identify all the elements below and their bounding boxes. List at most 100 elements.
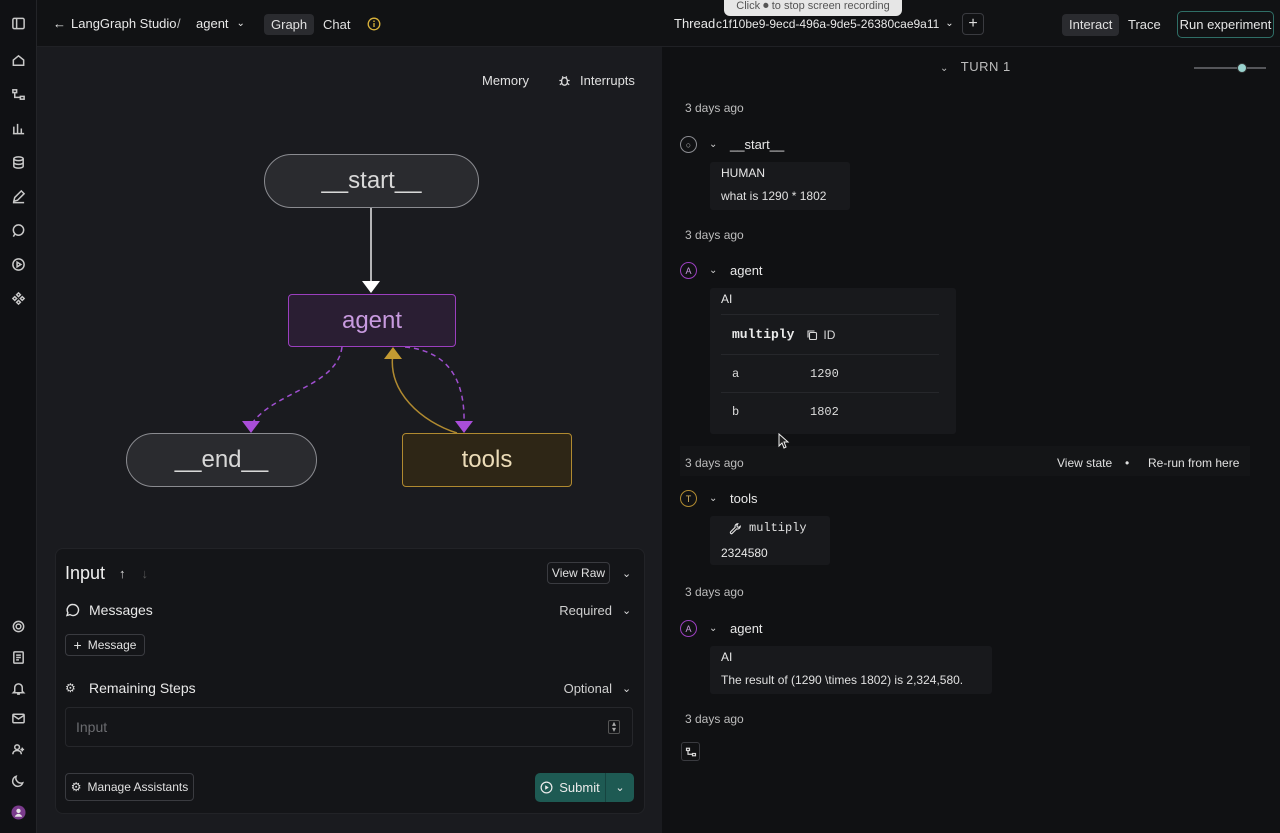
chart-icon[interactable] (10, 120, 27, 137)
copy-id-button[interactable]: ID (806, 328, 835, 342)
remaining-steps-input[interactable]: Input ▴▾ (65, 707, 633, 747)
stepper-icon[interactable]: ▴▾ (608, 720, 620, 734)
remaining-chevron-icon[interactable]: ⌄ (622, 682, 632, 695)
manage-assistants-button[interactable]: ⚙ Manage Assistants (65, 773, 194, 801)
ai-final-message: AI The result of (1290 \times 1802) is 2… (710, 646, 992, 694)
graph-edges (242, 208, 473, 434)
play-circle-icon[interactable] (10, 256, 27, 273)
chevron-down-icon: ⌄ (940, 63, 949, 74)
chevron-down-icon: ⌄ (709, 139, 718, 150)
step-header-agent-final[interactable]: A ⌄ agent (680, 620, 763, 637)
step-header-agent[interactable]: A ⌄ agent (680, 262, 763, 279)
back-arrow-icon[interactable]: ← (53, 16, 66, 31)
user-icon: ○ (680, 136, 697, 153)
run-experiment-button[interactable]: Run experiment (1177, 11, 1274, 38)
plus-icon: + (73, 637, 82, 653)
left-rail (0, 0, 37, 833)
input-title: Input (65, 562, 106, 583)
node-start[interactable]: __start__ (264, 154, 479, 208)
graph-selector[interactable]: agent ⌄ (196, 0, 245, 47)
view-raw-button[interactable]: View Raw (547, 562, 610, 584)
mail-icon[interactable] (10, 710, 27, 727)
arg-key: a (732, 367, 740, 381)
sidebar-toggle-icon[interactable] (10, 15, 27, 32)
submit-options-chevron-icon[interactable]: ⌄ (615, 782, 625, 794)
graph-name: agent (196, 16, 229, 31)
database-icon[interactable] (10, 154, 27, 171)
step-header-start[interactable]: ○ ⌄ __start__ (680, 136, 784, 153)
message-text: what is 1290 * 1802 (721, 189, 827, 203)
tool-result-text: 2324580 (721, 546, 768, 560)
add-user-icon[interactable] (10, 741, 27, 758)
step-node-name: tools (730, 491, 758, 506)
step-node-name: agent (730, 621, 763, 636)
turn-header[interactable]: ⌄ TURN 1 (940, 59, 1011, 74)
zoom-slider-thumb[interactable] (1237, 63, 1247, 73)
tab-interact[interactable]: Interact (1062, 14, 1120, 36)
info-icon[interactable] (367, 0, 381, 47)
message-text: The result of (1290 \times 1802) is 2,32… (721, 673, 964, 687)
step-timestamp: 3 days ago (685, 712, 744, 726)
arrow-up-icon[interactable]: ↑ (119, 565, 126, 581)
collapse-chevron-icon[interactable]: ⌄ (622, 567, 632, 580)
tool-result-header: multiply (729, 521, 807, 535)
remaining-steps-label: Remaining Steps (89, 680, 196, 696)
tool-call-header: multiply ID (732, 327, 835, 342)
memory-button[interactable]: Memory (482, 72, 529, 88)
user-avatar-icon[interactable] (10, 804, 27, 821)
manage-assistants-label: Manage Assistants (87, 780, 189, 794)
step-hover-row (680, 446, 1250, 476)
bell-icon[interactable] (10, 680, 27, 697)
pen-icon[interactable] (10, 188, 27, 205)
top-bar: ← LangGraph Studio / agent ⌄ Graph Chat … (37, 0, 1280, 47)
step-timestamp: 3 days ago (685, 228, 744, 242)
bug-icon (559, 75, 570, 86)
submit-group: Submit ⌄ (535, 773, 634, 802)
breadcrumb-app[interactable]: LangGraph Studio (71, 16, 177, 31)
step-timestamp: 3 days ago (685, 101, 744, 115)
messages-label: Messages (89, 602, 153, 618)
interrupts-button[interactable]: Interrupts (557, 71, 635, 89)
sliders-icon: ⚙ (65, 681, 76, 695)
tab-chat[interactable]: Chat (323, 17, 351, 32)
wrench-icon (729, 522, 741, 534)
graph-icon[interactable] (10, 86, 27, 103)
deployments-icon[interactable] (10, 290, 27, 307)
step-node-name: agent (730, 263, 763, 278)
home-icon[interactable] (10, 52, 27, 69)
docs-icon[interactable] (10, 649, 27, 666)
recording-banner[interactable]: Click ⏺ to stop screen recording (724, 0, 902, 16)
remaining-optional: Optional (563, 680, 612, 696)
zoom-slider[interactable] (1194, 63, 1266, 73)
messages-chevron-icon[interactable]: ⌄ (622, 604, 632, 617)
node-agent[interactable]: agent (288, 294, 456, 347)
step-timestamp: 3 days ago (685, 585, 744, 599)
arrow-down-icon[interactable]: ↓ (141, 565, 149, 581)
node-end[interactable]: __end__ (126, 433, 317, 487)
thread-panel[interactable]: ⌄ TURN 1 3 days ago ○ ⌄ __start__ HUMAN … (670, 47, 1280, 833)
remaining-steps-placeholder: Input (76, 719, 108, 735)
settings-icon[interactable] (10, 618, 27, 635)
step-header-tools[interactable]: T ⌄ tools (680, 490, 757, 507)
add-message-button[interactable]: + Message (65, 634, 145, 656)
submit-button[interactable]: Submit (535, 773, 605, 802)
thread-selector[interactable]: c1f10be9-9ecd-496a-9de5-26380cae9a11 ⌄ (716, 0, 954, 47)
graph-icon[interactable] (681, 742, 700, 761)
tab-trace[interactable]: Trace (1128, 17, 1161, 32)
new-thread-button[interactable]: + (962, 13, 984, 35)
separator-dot: • (1125, 456, 1130, 470)
interrupts-label: Interrupts (580, 72, 635, 88)
node-tools[interactable]: tools (402, 433, 572, 487)
moon-icon[interactable] (10, 772, 27, 789)
view-state-link[interactable]: View state (1057, 456, 1113, 470)
tab-graph[interactable]: Graph (264, 14, 315, 35)
agent-avatar-icon: A (680, 620, 697, 637)
human-message: HUMAN what is 1290 * 1802 (710, 162, 850, 210)
chat-search-icon[interactable] (10, 222, 27, 239)
messages-required: Required (559, 602, 612, 618)
tool-name: multiply (749, 521, 807, 535)
add-message-label: Message (87, 638, 137, 652)
rerun-link[interactable]: Re-run from here (1148, 456, 1240, 470)
chevron-down-icon: ⌄ (236, 18, 245, 29)
id-label: ID (823, 327, 836, 342)
